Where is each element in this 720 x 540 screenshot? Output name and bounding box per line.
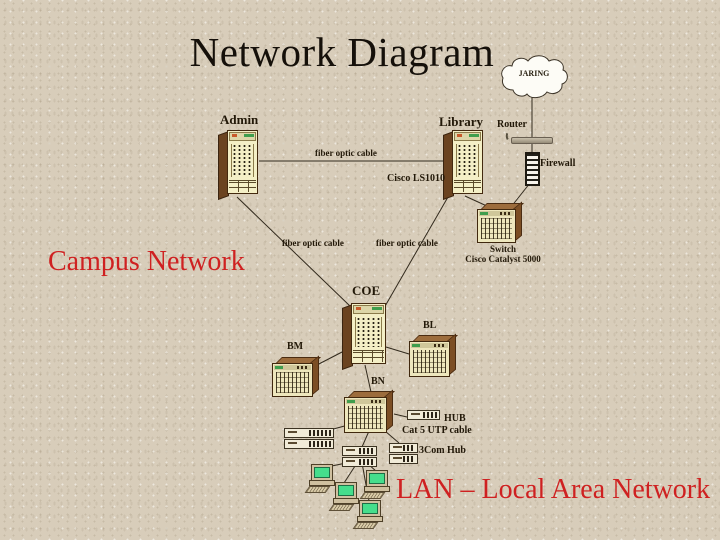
library-switch [443, 130, 483, 200]
switch-front [452, 130, 483, 194]
keyboard-icon [304, 486, 331, 493]
bm-switch [272, 355, 321, 397]
workstation-pc [352, 500, 384, 529]
lan-label: LAN – Local Area Network [396, 474, 711, 505]
monitor-icon [359, 500, 381, 517]
hub-device [407, 410, 440, 421]
page-title: Network Diagram [189, 29, 495, 75]
catalyst-label: Switch Cisco Catalyst 5000 [455, 244, 551, 265]
fiber-optic-cable-label-top: fiber optic cable [315, 148, 377, 158]
ports-panel [276, 372, 309, 393]
ports-panel [413, 350, 446, 373]
ports-panel [456, 144, 479, 177]
bn-switch [344, 389, 395, 433]
threecom-hub-label: 3Com Hub [419, 445, 466, 456]
ports-panel [348, 406, 383, 429]
left-hub-device [284, 428, 334, 450]
workstation-pc [328, 482, 360, 511]
fiber-optic-cable-label-left: fiber optic cable [282, 238, 344, 248]
threecom-hub-device [389, 443, 418, 465]
cable-bn-midhub [361, 430, 370, 448]
router-icon [511, 137, 553, 144]
catalyst-5000-switch [477, 201, 524, 243]
keyboard-icon [359, 492, 386, 499]
workstation-pc [304, 464, 336, 493]
monitor-icon [311, 464, 333, 481]
monitor-icon [335, 482, 357, 499]
middle-hub-device [342, 446, 377, 468]
keyboard-icon [352, 522, 379, 529]
cable-library-coe [383, 196, 449, 309]
workstation-pc [359, 470, 391, 499]
campus-network-label: Campus Network [48, 246, 245, 277]
cable-coe-bl [385, 346, 410, 355]
library-label: Library [439, 114, 484, 129]
firewall-label: Firewall [540, 158, 576, 169]
fiber-optic-cable-label-right: fiber optic cable [376, 238, 438, 248]
bm-label: BM [287, 341, 304, 352]
bn-label: BN [371, 376, 385, 387]
ports-panel [481, 218, 512, 239]
switch-front [227, 130, 258, 194]
router-label: Router [497, 119, 527, 130]
admin-switch [218, 130, 258, 200]
firewall-icon [525, 152, 540, 186]
ports-panel [355, 317, 382, 347]
coe-switch [342, 303, 386, 370]
monitor-icon [366, 470, 388, 487]
catalyst-label-line1: Switch [489, 244, 516, 254]
bl-label: BL [423, 320, 437, 331]
cable-admin-coe [236, 196, 352, 308]
coe-label: COE [352, 283, 381, 298]
hub-label: HUB [444, 413, 466, 424]
router-antenna-icon [504, 132, 516, 145]
admin-label: Admin [220, 112, 259, 127]
switch-front [351, 303, 386, 364]
cloud-label: JARING [518, 69, 550, 78]
catalyst-label-line2: Cisco Catalyst 5000 [465, 253, 541, 264]
cat5-utp-cable-label: Cat 5 UTP cable [402, 425, 472, 436]
keyboard-icon [328, 504, 355, 511]
internet-cloud-icon [501, 55, 568, 99]
bl-switch [409, 333, 458, 377]
ports-panel [231, 144, 254, 177]
cisco-ls1010-label: Cisco LS1010 [387, 173, 446, 184]
cable-bn-hub [393, 413, 408, 418]
